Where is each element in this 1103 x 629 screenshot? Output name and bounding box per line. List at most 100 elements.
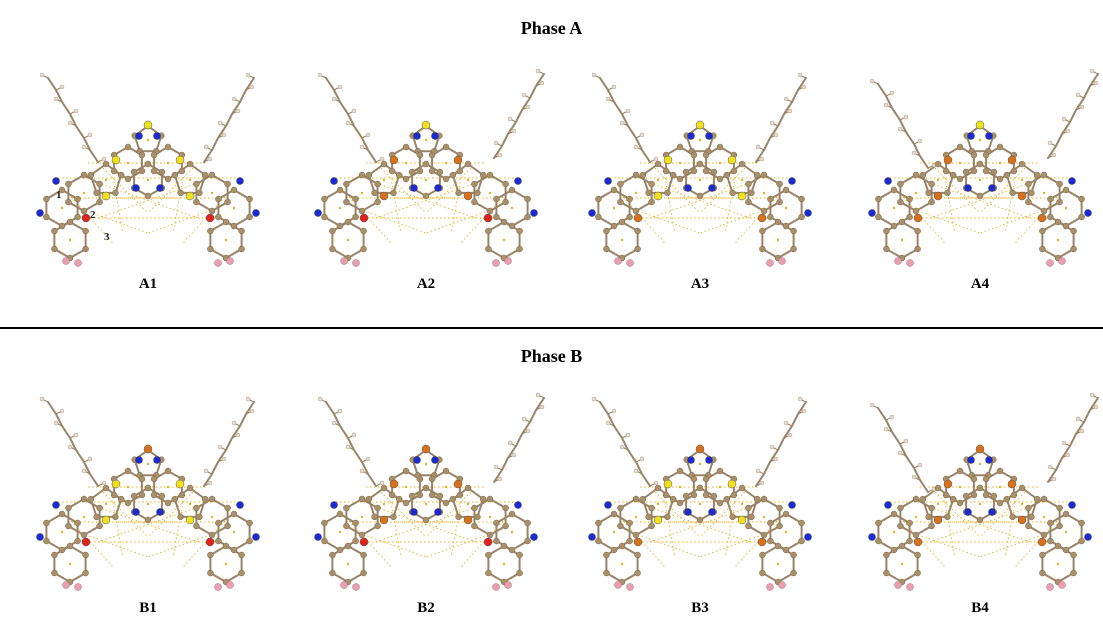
carbon-atom [238,551,245,559]
hydrogen-atom [1061,116,1067,122]
centroid-marker [776,562,780,566]
carbon-atom [875,519,882,527]
hydrogen-atom [331,96,337,102]
carbon-atom [949,495,957,503]
carbon-atom [422,192,430,200]
carbon-atom [321,195,328,203]
left-alkyl-chain [325,77,377,163]
carbon-atom [962,168,970,176]
carbon-atom [388,491,396,499]
centroid-marker [718,485,722,489]
side-heteroatom [1037,537,1047,547]
ring-atoms [702,143,738,183]
hydrogen-atom [611,408,617,414]
carbon-atom [925,189,932,197]
carbon-atom [970,167,978,175]
carbon-atom [343,504,350,512]
carbon-atom [729,513,736,521]
carbon-atom [479,495,487,503]
hydrogen-atom [203,468,209,474]
interaction-line [425,167,472,214]
hydrogen-atom [633,468,639,474]
carbon-atom [1056,522,1063,530]
hydrogen-atom [633,144,639,150]
side-heteroatom [757,537,767,547]
carbon-atom [1070,245,1077,253]
carbon-atom [745,180,752,188]
carbon-atom [110,491,118,499]
centroid-marker [634,515,638,519]
nitrogen-atom [431,456,439,464]
ring-atoms [449,160,487,197]
carbon-atom [925,513,932,521]
carbon-atom [65,180,72,188]
carbon-atom [710,168,718,176]
carbon-atom [595,537,602,545]
carbon-atom [402,143,410,151]
carbon-atom [776,180,783,188]
carbon-atom [193,180,200,188]
right-alkyl-chain [493,73,545,159]
carbon-atom [329,569,336,577]
carbon-atom [486,495,494,503]
carbon-atom [716,175,724,183]
carbon-atom [321,213,328,221]
carbon-atom [767,213,774,221]
ring-atoms [329,218,367,262]
carbon-atom [224,504,231,512]
nitrogen-atom [413,132,421,140]
carbon-atom [928,522,935,530]
ring-atoms [883,218,921,262]
centroid-marker [404,161,408,165]
ring-atoms [942,467,978,507]
carbon-atom [934,484,942,492]
carbon-atom [171,171,179,179]
centroid-marker [166,161,170,165]
nitrogen-atom [705,456,713,464]
side-heteroatom [205,213,215,223]
centroid-marker [188,178,192,182]
cyano-nitrogen-atom [330,501,338,509]
core-chalcogen-atom [389,155,399,165]
ring-atoms [759,218,797,262]
carbon-atom [645,189,652,197]
carbon-atom [648,180,655,188]
hydrogen-atom [231,420,237,426]
carbon-atom [485,551,492,559]
interaction-line [944,177,956,234]
carbon-atom [416,475,424,483]
carbon-atom [610,510,618,518]
carbon-atom [358,531,366,539]
panel-label: B3 [691,600,709,616]
ring-atoms [51,542,89,586]
carbon-atom [395,171,403,179]
carbon-atom [374,522,381,530]
cyano-nitrogen-atom [36,533,44,541]
carbon-atom [365,171,373,179]
carbon-atom [428,475,436,483]
carbon-atom [1003,171,1011,179]
side-heteroatom [757,213,767,223]
centroid-marker [146,502,150,506]
carbon-atom [664,189,671,197]
interaction-line [649,182,751,219]
hydrogen-atom [769,444,775,450]
carbon-atom [471,198,478,206]
centroid-marker [60,206,64,210]
atom-number-label: 3 [104,231,110,243]
carbon-atom [897,522,904,530]
ring [89,486,123,518]
hydrogen-atom [535,68,541,74]
ring-atoms [875,510,913,554]
carbon-atom [1062,510,1070,518]
interaction-line [909,207,981,234]
hydrogen-atom [539,404,545,410]
cyano-nitrogen-atom [236,501,244,509]
carbon-atom [890,222,898,230]
carbon-atom [358,207,366,215]
nitrogen-atom [964,184,972,192]
interaction-line [97,182,199,219]
carbon-atom [208,171,216,179]
heteroatoms [868,120,1092,267]
ring-atoms [171,484,209,521]
